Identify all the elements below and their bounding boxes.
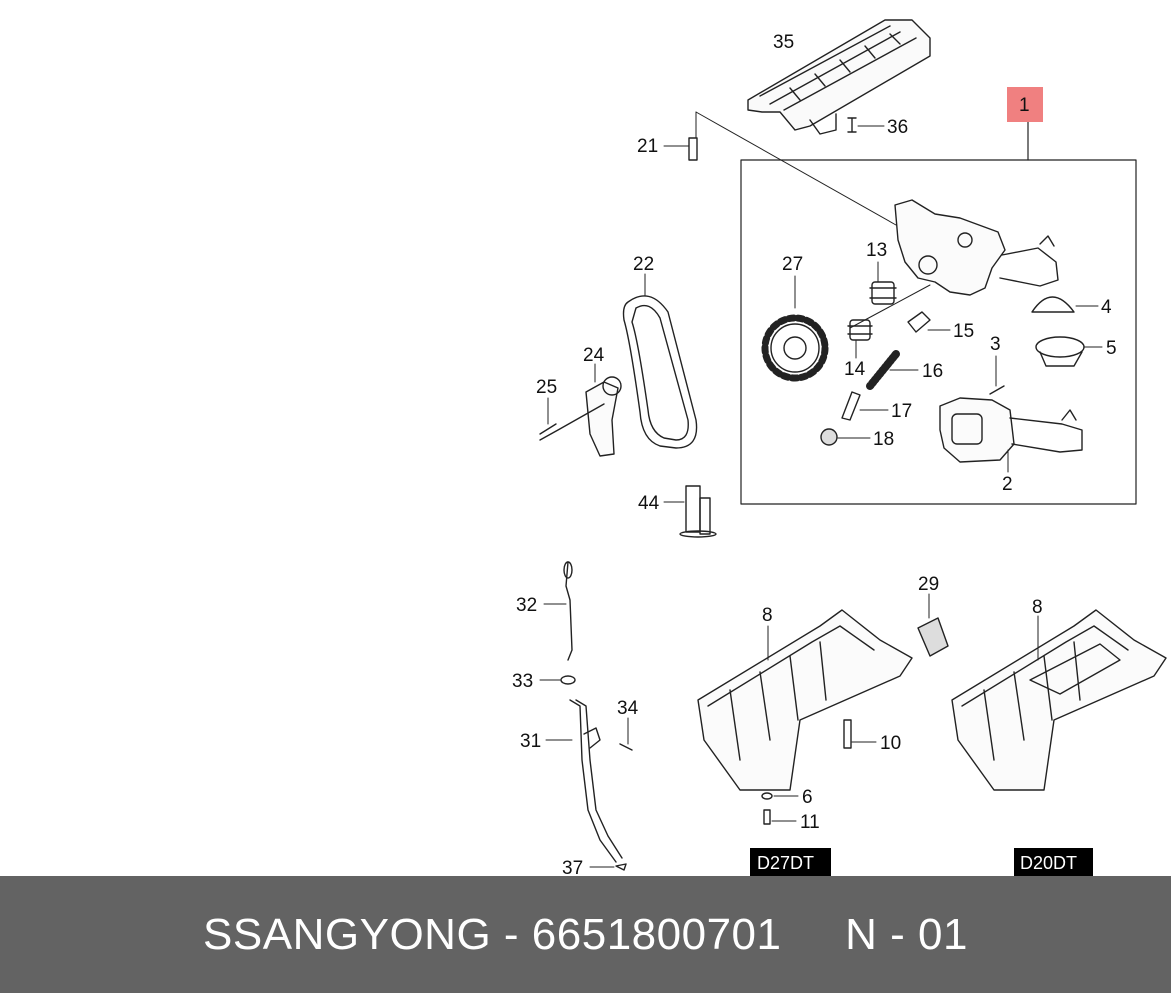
part-27-drive-gear[interactable] <box>761 275 829 382</box>
callout-labels: 35 36 21 1 22 13 27 4 24 25 14 15 16 5 3… <box>512 32 1117 876</box>
callout-14: 14 <box>844 359 866 380</box>
callout-21: 21 <box>637 136 658 157</box>
callout-18: 18 <box>873 429 894 450</box>
part-44-sealant-tube[interactable] <box>663 485 717 538</box>
callout-13: 13 <box>866 240 887 261</box>
callout-27: 27 <box>782 254 803 275</box>
callout-33: 33 <box>512 671 533 692</box>
callout-8-d20dt: 8 <box>1032 597 1043 618</box>
part-8-oil-pan-d20dt[interactable] <box>951 609 1167 791</box>
exploded-parts-diagram: 35 36 21 1 22 13 27 4 24 25 14 15 16 5 3… <box>512 19 1167 876</box>
part-13-pump-gear[interactable] <box>869 261 897 305</box>
callout-1: 1 <box>1019 95 1030 116</box>
footer-gap <box>782 910 846 960</box>
part-1-oil-pump-body[interactable] <box>849 199 1059 329</box>
part-17-spacer[interactable] <box>841 391 889 421</box>
variant-tag-d27dt: D27DT <box>750 848 831 876</box>
callout-11: 11 <box>800 812 820 833</box>
part-4-cap[interactable] <box>1031 296 1099 313</box>
callout-6: 6 <box>802 787 813 808</box>
part-15-relief-plunger[interactable] <box>907 311 951 333</box>
callout-1-highlight <box>1007 87 1043 122</box>
callout-29: 29 <box>918 574 939 595</box>
part-11-drain-plug[interactable] <box>763 809 797 825</box>
part-24-tensioner-rail[interactable] <box>585 363 622 457</box>
svg-text:D27DT: D27DT <box>757 853 814 873</box>
part-36-bolt[interactable] <box>847 117 885 133</box>
part-35-oil-baffle[interactable] <box>747 19 931 135</box>
part-3-bolt[interactable] <box>989 355 1005 395</box>
part-29-seal[interactable] <box>917 593 949 657</box>
brand-separator: - <box>491 909 532 959</box>
part-number-footer: SSANGYONG - 6651800701 N - 01 <box>0 876 1171 993</box>
callout-35: 35 <box>773 32 794 53</box>
part-21-bolt[interactable] <box>663 111 897 226</box>
oil-pump-assembly-frame <box>740 159 1137 505</box>
callout-5: 5 <box>1106 338 1117 359</box>
part-14-pump-gear[interactable] <box>847 319 873 359</box>
variant-tag-d20dt: D20DT <box>1014 848 1093 876</box>
part-5-screen[interactable] <box>1035 336 1103 367</box>
part-2-pump-housing[interactable] <box>939 397 1083 473</box>
callout-2: 2 <box>1002 474 1013 495</box>
callout-16: 16 <box>922 361 943 382</box>
callout-37: 37 <box>562 858 583 876</box>
callout-15: 15 <box>953 321 974 342</box>
callout-32: 32 <box>516 595 537 616</box>
callout-36: 36 <box>887 117 908 138</box>
svg-text:D20DT: D20DT <box>1020 853 1077 873</box>
callout-10: 10 <box>880 733 901 754</box>
part-8-oil-pan-d27dt[interactable] <box>697 609 913 791</box>
callout-17: 17 <box>891 401 912 422</box>
sheet-code: N - 01 <box>845 909 968 959</box>
part-31-dipstick-tube[interactable] <box>545 699 623 863</box>
callout-4: 4 <box>1101 297 1112 318</box>
callout-31: 31 <box>520 731 541 752</box>
part-number: 6651800701 <box>531 909 782 959</box>
callout-22: 22 <box>633 254 654 275</box>
part-34-bolt[interactable] <box>619 717 633 751</box>
callout-25: 25 <box>536 377 557 398</box>
callout-24: 24 <box>583 345 605 366</box>
part-33-o-ring[interactable] <box>539 675 576 685</box>
brand-name: SSANGYONG <box>203 909 492 959</box>
part-16-spring[interactable] <box>866 350 919 390</box>
part-10-bolt[interactable] <box>843 719 877 749</box>
part-6-washer[interactable] <box>761 792 799 800</box>
callout-3: 3 <box>990 334 1001 355</box>
part-22-timing-chain[interactable] <box>622 273 698 449</box>
part-25-tensioner-spring[interactable] <box>539 397 605 441</box>
part-37-clip[interactable] <box>589 863 627 871</box>
callout-44: 44 <box>638 493 660 514</box>
part-32-dipstick[interactable] <box>543 561 573 661</box>
callout-34: 34 <box>617 698 639 719</box>
callout-8-d27dt: 8 <box>762 605 773 626</box>
part-18-plug[interactable] <box>820 428 871 446</box>
